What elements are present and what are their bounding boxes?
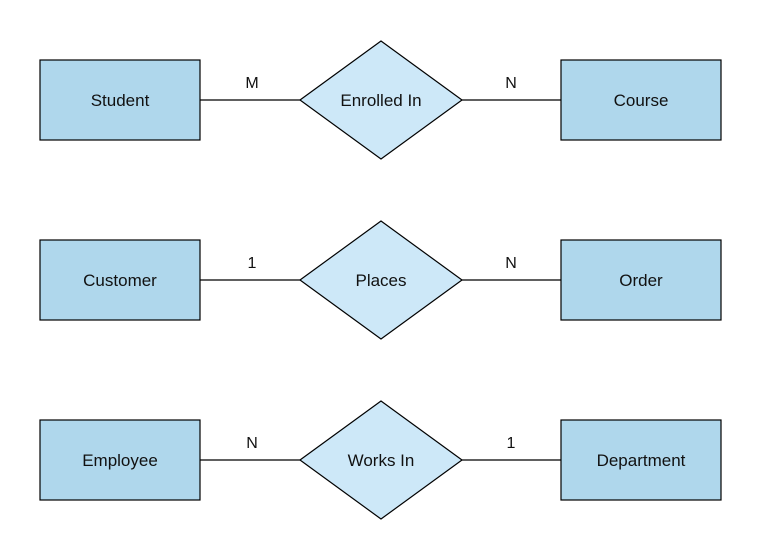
relationship-diamond-enrolled-in <box>298 40 464 160</box>
entity-label: Order <box>619 271 663 290</box>
cardinality-label-left: N <box>246 435 258 452</box>
entity-label: Customer <box>83 271 157 290</box>
cardinality-label-left: 1 <box>248 255 257 272</box>
relationship-row-customer-order: Customer Places Order 1 N <box>39 220 722 340</box>
cardinality-label-right: 1 <box>507 435 516 452</box>
entity-box-student <box>39 59 201 141</box>
entity-label: Student <box>91 91 150 110</box>
relationship-row-student-course: Student Enrolled In Course M N <box>39 40 722 160</box>
entity-box-order <box>560 239 722 321</box>
relationship-label: Enrolled In <box>340 91 421 110</box>
entity-box-customer <box>39 239 201 321</box>
entity-box-course <box>560 59 722 141</box>
relationship-label: Works In <box>348 451 415 470</box>
entity-label: Department <box>597 451 686 470</box>
cardinality-label-right: N <box>505 75 517 92</box>
relationship-label: Places <box>355 271 406 290</box>
entity-box-employee <box>39 419 201 501</box>
cardinality-label-right: N <box>505 255 517 272</box>
relationship-row-employee-department: Employee Works In Department N 1 <box>39 400 722 520</box>
entity-label: Employee <box>82 451 158 470</box>
relationship-diamond-works-in <box>298 400 464 520</box>
cardinality-label-left: M <box>245 75 258 92</box>
entity-label: Course <box>614 91 669 110</box>
entity-box-department <box>560 419 722 501</box>
relationship-diamond-places <box>298 220 464 340</box>
